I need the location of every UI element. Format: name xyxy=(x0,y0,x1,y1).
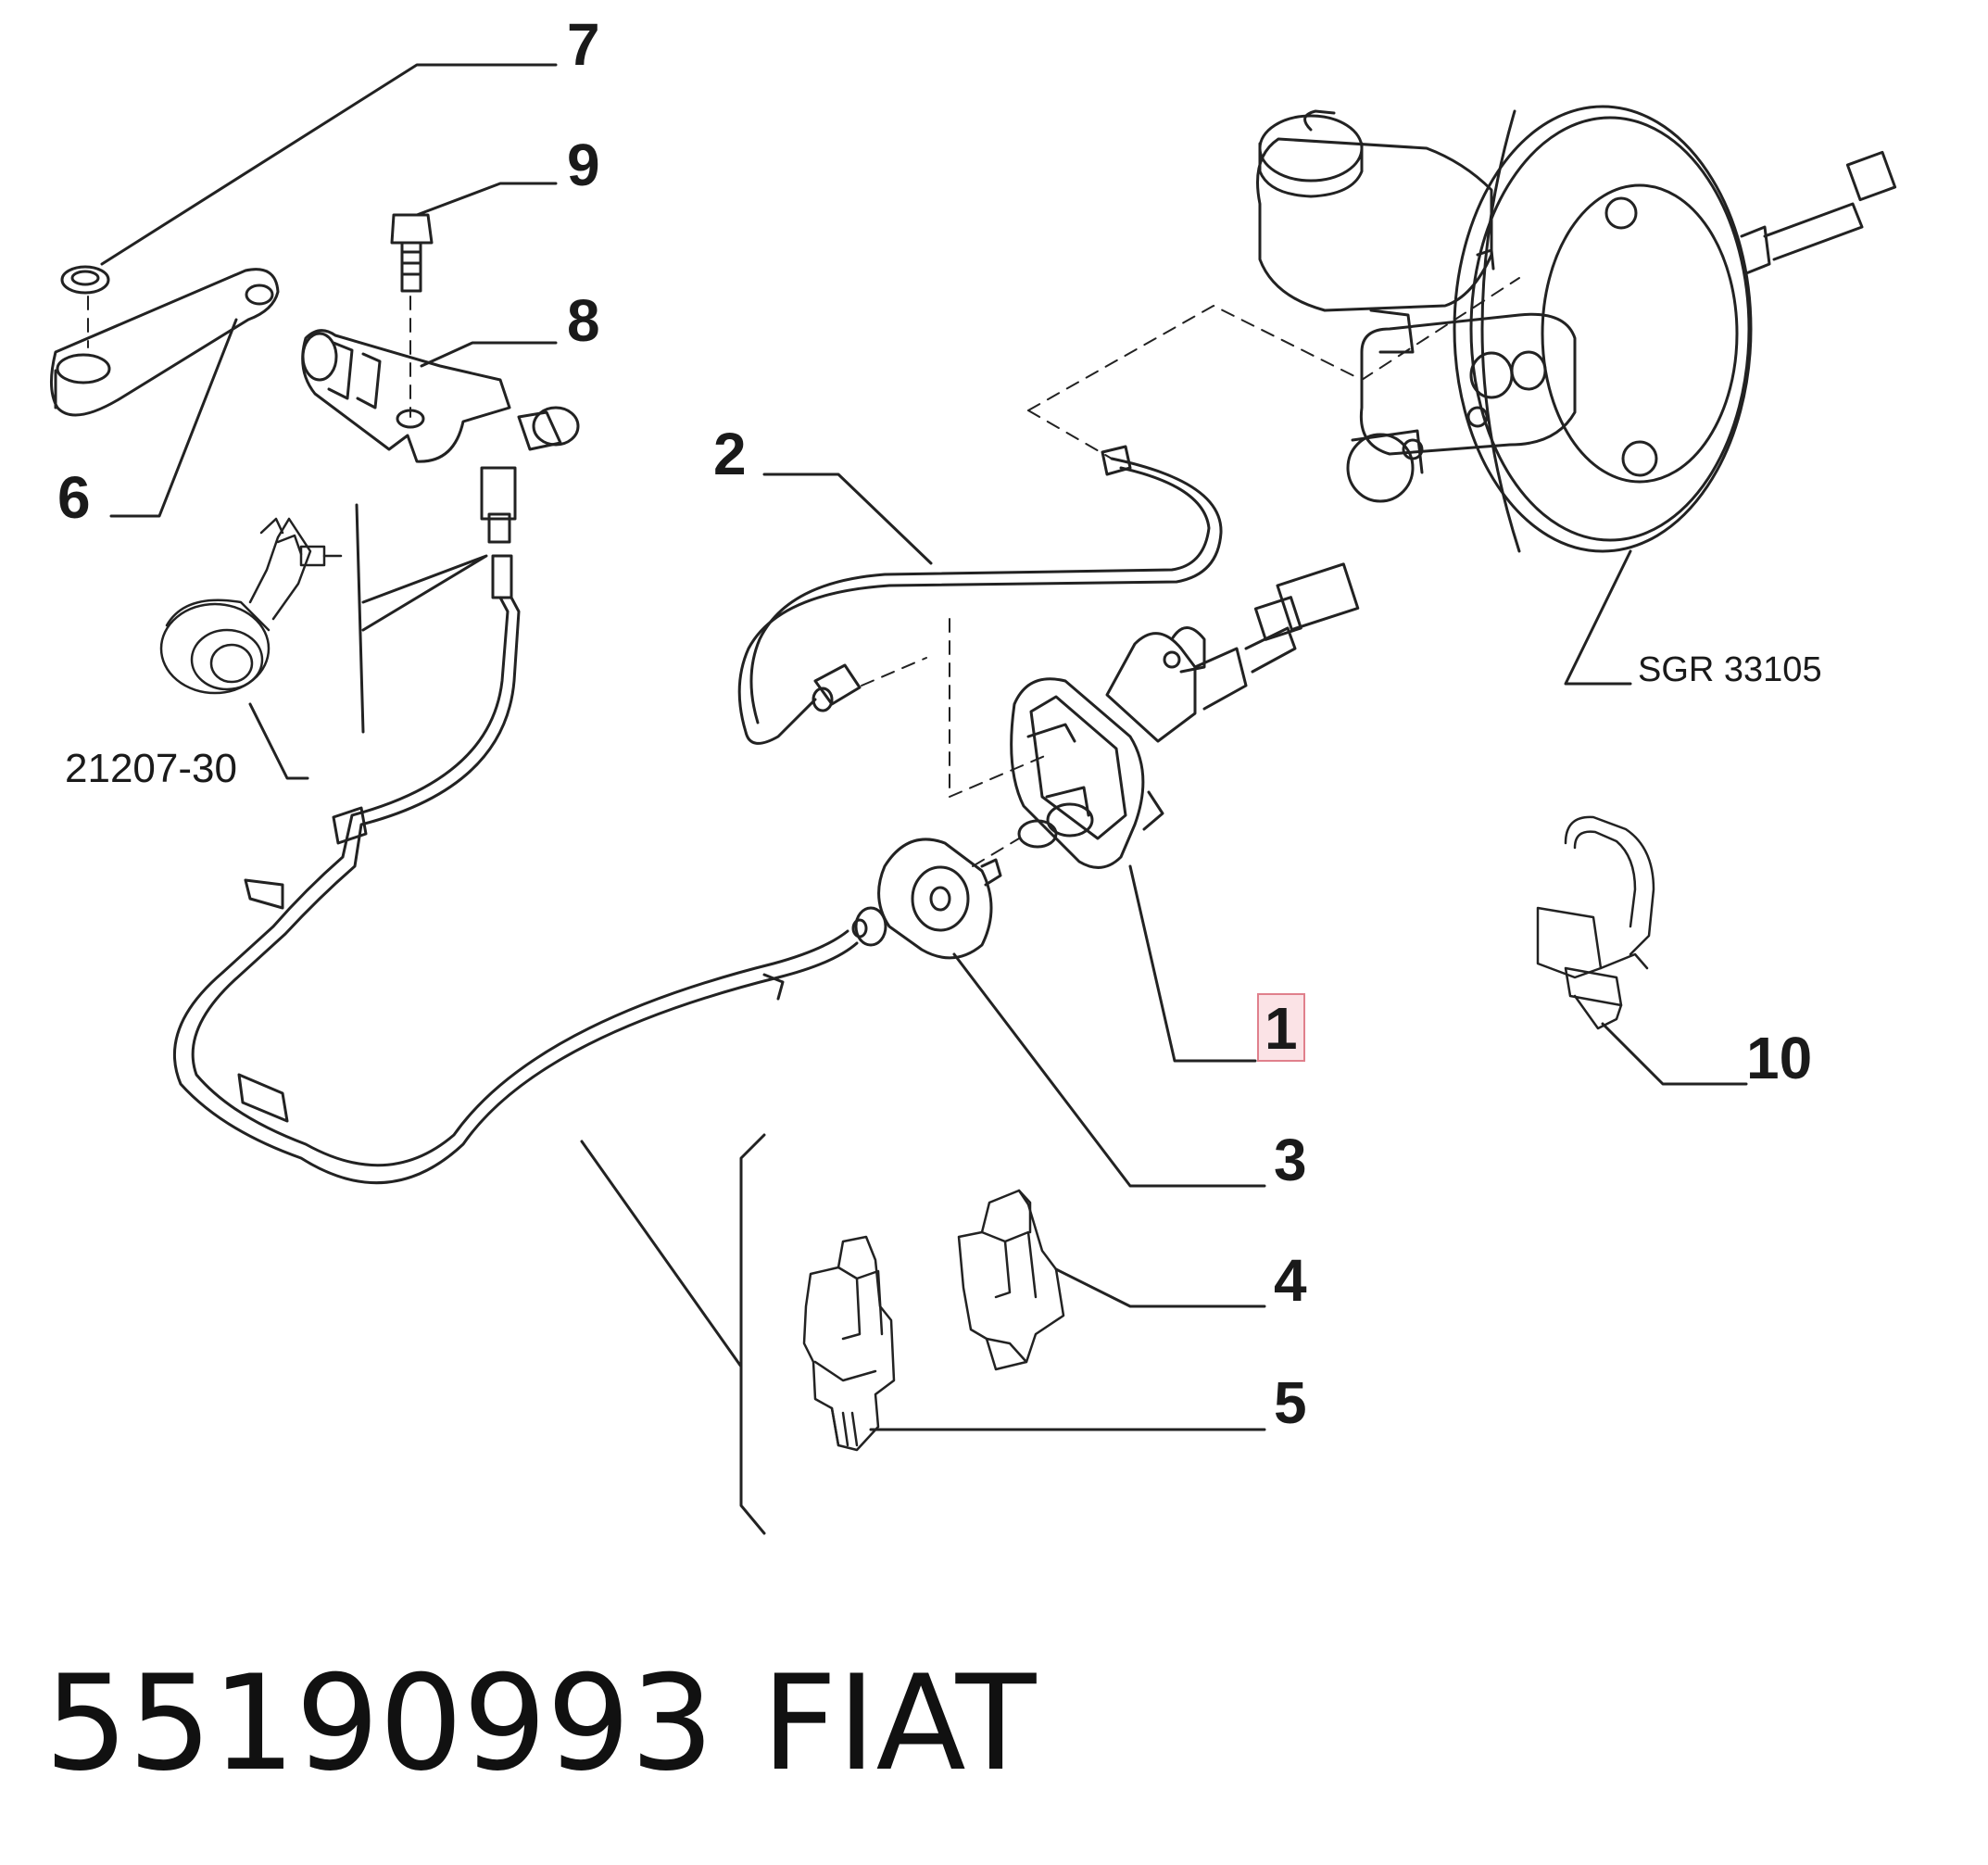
clip-part-4 xyxy=(957,1189,1065,1371)
dash-booster-pipe xyxy=(1027,410,1113,460)
leader-fork-clips xyxy=(580,1140,766,1535)
dash-pipe-joint xyxy=(861,657,927,687)
bolt-part-9 xyxy=(390,213,434,293)
clutch-hose xyxy=(173,554,859,1185)
callout-8: 8 xyxy=(567,287,600,354)
callout-9: 9 xyxy=(567,132,600,198)
concentric-slave-cylinder xyxy=(159,517,343,695)
leader-1 xyxy=(1128,864,1257,1063)
clip-part-10 xyxy=(1536,815,1655,1030)
callout-7: 7 xyxy=(567,11,600,78)
brake-booster xyxy=(1453,105,1897,553)
clutch-master-cylinder xyxy=(1010,562,1360,869)
brake-fluid-reservoir xyxy=(1256,109,1577,503)
callout-6: 6 xyxy=(57,464,91,531)
clip-part-5 xyxy=(802,1235,896,1452)
assembly-dashed-lines xyxy=(87,277,1520,867)
dash-pump-mount xyxy=(949,618,1048,798)
leader-8 xyxy=(420,341,558,368)
washer-part-7 xyxy=(60,265,110,295)
leader-fork-clips-b xyxy=(739,1133,766,1368)
slave-cylinder-part-8 xyxy=(301,329,580,544)
leader-4 xyxy=(1054,1267,1266,1308)
leader-fork-21207-b xyxy=(361,554,488,632)
grommet-part-3 xyxy=(851,838,1002,960)
washer-outer xyxy=(60,265,110,295)
pipe-part-2 xyxy=(737,445,1223,745)
leader-lines xyxy=(100,63,1748,1535)
callout-4: 4 xyxy=(1274,1247,1307,1314)
callout-1-highlighted[interactable]: 1 xyxy=(1257,993,1305,1062)
leader-fork-21207 xyxy=(355,503,365,734)
leader-sgr xyxy=(1564,549,1632,686)
callout-5: 5 xyxy=(1274,1369,1307,1436)
leader-21207 xyxy=(248,702,309,780)
callout-10: 10 xyxy=(1746,1025,1813,1091)
brand-name: FIAT xyxy=(761,1647,1037,1800)
dash-booster-reservoir xyxy=(1027,277,1520,411)
callout-3: 3 xyxy=(1274,1127,1307,1193)
leader-6 xyxy=(109,318,238,518)
ref-label-21207: 21207-30 xyxy=(65,746,237,791)
leader-10 xyxy=(1601,1022,1748,1086)
washer-inner xyxy=(70,270,100,286)
leader-3 xyxy=(952,952,1266,1188)
dash-seal-joint xyxy=(972,838,1020,867)
ref-label-sgr: SGR 33105 xyxy=(1638,650,1822,689)
leader-2 xyxy=(762,473,933,565)
lever-arm-part-6 xyxy=(50,268,280,417)
leader-7 xyxy=(100,63,558,266)
part-number: 55190993 xyxy=(44,1647,714,1800)
callout-2: 2 xyxy=(713,421,747,487)
leader-9 xyxy=(415,182,558,217)
